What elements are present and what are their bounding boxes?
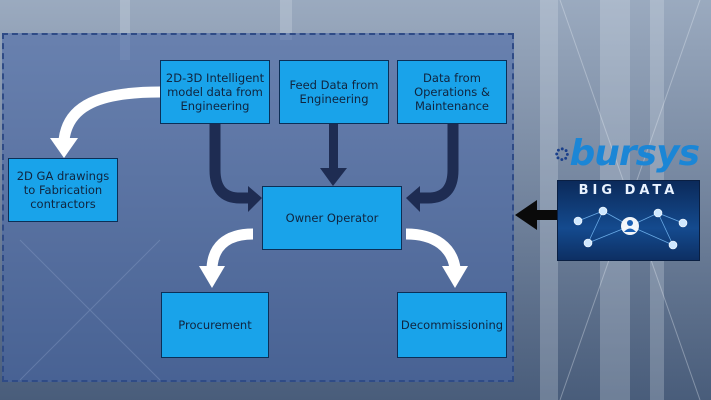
node-intelligent-model-line-1: 2D-3D Intelligent	[165, 71, 265, 85]
node-operations-data: Data from Operations & Maintenance	[397, 60, 507, 124]
node-owner-operator: Owner Operator	[262, 186, 402, 250]
bursys-logo-ring-icon	[555, 147, 569, 162]
node-feed-data: Feed Data from Engineering	[279, 60, 389, 124]
node-ga-drawings: 2D GA drawings to Fabrication contractor…	[8, 158, 118, 222]
bursys-logo-text: bursys	[569, 133, 700, 174]
node-feed-data-line-2: Engineering	[299, 92, 369, 106]
node-procurement: Procurement	[161, 292, 269, 358]
node-operations-data-line-2: Operations &	[414, 85, 490, 99]
big-data-image: BIG DATA	[557, 180, 700, 261]
node-operations-data-line-3: Maintenance	[414, 99, 490, 113]
node-decommissioning: Decommissioning	[397, 292, 507, 358]
node-ga-drawings-line-3: contractors	[30, 197, 96, 211]
big-data-title: BIG DATA	[578, 183, 679, 198]
bursys-logo: bursys	[555, 130, 700, 178]
big-data-network-icon	[573, 206, 688, 250]
node-decommissioning-label: Decommissioning	[400, 318, 504, 332]
node-feed-data-line-1: Feed Data from	[289, 78, 379, 92]
node-operations-data-line-1: Data from	[423, 71, 481, 85]
node-owner-operator-label: Owner Operator	[285, 211, 379, 225]
node-ga-drawings-line-2: to Fabrication	[23, 183, 103, 197]
node-ga-drawings-line-1: 2D GA drawings	[16, 169, 110, 183]
node-procurement-label: Procurement	[178, 318, 252, 332]
node-intelligent-model-line-2: model data from	[167, 85, 263, 99]
node-intelligent-model: 2D-3D Intelligent model data from Engine…	[160, 60, 270, 124]
node-intelligent-model-line-3: Engineering	[180, 99, 250, 113]
